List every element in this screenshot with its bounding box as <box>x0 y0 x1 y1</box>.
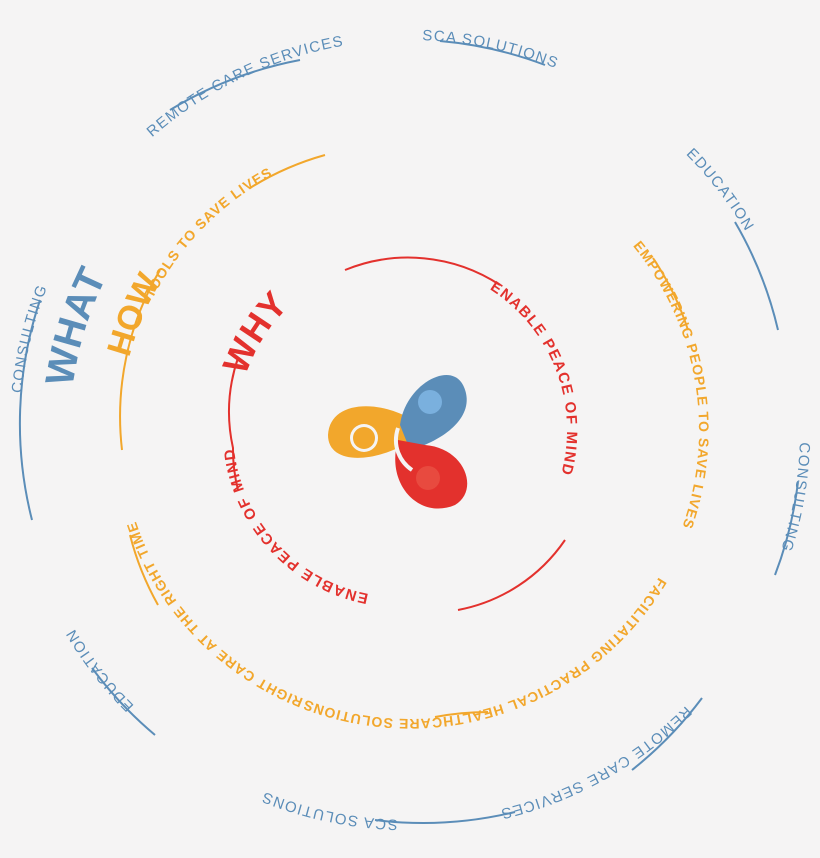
what-ring-arc <box>18 299 41 521</box>
three-people-infinity-logo-icon <box>328 374 468 509</box>
why-label: ENABLE PEACE OF MIND <box>487 278 580 478</box>
what-label: REMOTE CARE SERVICES <box>498 703 694 822</box>
what-label: SCA SOLUTIONS <box>259 788 398 833</box>
what-ring-arc <box>91 667 156 736</box>
what-label: REMOTE CARE SERVICES <box>144 33 346 141</box>
logo-red-head <box>416 466 440 490</box>
logo-blue-head <box>418 390 442 414</box>
why-ring-arc <box>344 256 501 286</box>
how-label: EMPOWERING PEOPLE TO SAVE LIVES <box>630 238 712 532</box>
what-ring-arc <box>169 59 301 111</box>
what-label: CONSULTING <box>777 442 813 554</box>
why-label: ENABLE PEACE OF MIND <box>221 447 370 607</box>
what-ring-arc <box>631 697 703 771</box>
what-ring-arc <box>774 481 799 576</box>
what-ring-arc <box>439 40 546 66</box>
what-label: SCA SOLUTIONS <box>422 27 561 72</box>
how-ring-arc <box>119 269 161 451</box>
logo-link <box>393 427 414 472</box>
why-ring-arc <box>228 357 239 491</box>
what-ring-arc <box>374 811 516 824</box>
how-label: TOOLS TO SAVE LIVES <box>141 164 275 300</box>
how-ring-arc <box>129 534 159 606</box>
what-heading: WHAT <box>38 261 115 389</box>
how-label: FACILITATING PRACTICAL HEALTHCARE SOLUTI… <box>300 576 670 733</box>
what-label: EDUCATION <box>683 145 757 234</box>
what-ring-arc <box>734 221 779 331</box>
logo-yellow-head <box>353 427 375 449</box>
how-ring-arc <box>249 154 326 189</box>
why-ring-arc <box>457 539 566 611</box>
why-heading: WHY <box>214 284 295 380</box>
how-ring-arc <box>652 257 689 331</box>
how-ring-arc <box>434 711 489 718</box>
what-label: EDUCATION <box>63 626 137 715</box>
